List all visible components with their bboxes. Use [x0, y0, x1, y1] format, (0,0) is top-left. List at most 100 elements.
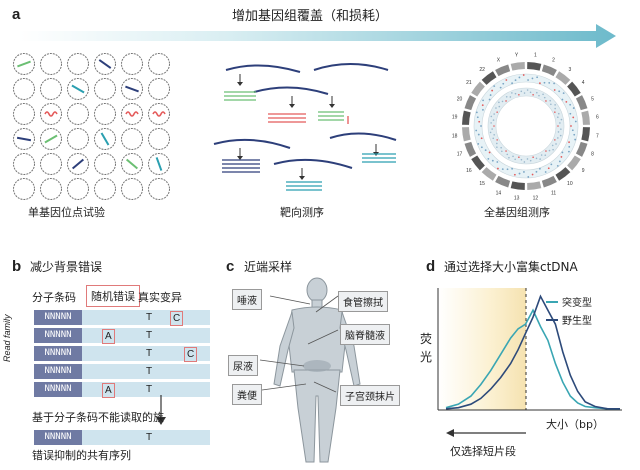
wildtype-series-line: [445, 294, 620, 410]
locus-circle: [121, 128, 143, 150]
consensus-label: 错误抑制的共有序列: [32, 449, 131, 462]
locus-circle: [67, 103, 89, 125]
locus-circle: [13, 153, 35, 175]
chromosome-segment: [510, 181, 525, 190]
locus-circle: [148, 178, 170, 200]
chromosome-segment: [581, 110, 590, 125]
stool-label: 粪便: [232, 384, 262, 405]
chromosome-segment: [527, 181, 542, 190]
saliva-label: 唾液: [232, 289, 262, 310]
y-axis-label: 荧光: [420, 332, 433, 364]
chromosome-segment: [471, 81, 485, 97]
chromosome-segment: [575, 95, 588, 111]
left-arrow-icon: [446, 429, 526, 437]
csf-label: 脑脊髓液: [340, 324, 390, 345]
random-error-base: A: [102, 329, 115, 344]
panel-b-title: 减少背景错误: [30, 260, 103, 274]
panel-d-title: 通过选择大小富集ctDNA: [444, 260, 578, 274]
chromosome-label: 2: [552, 57, 555, 63]
chromosome-label: 9: [582, 168, 585, 174]
whole-genome-caption: 全基因组测序: [484, 206, 550, 219]
consensus-barcode: NNNNN: [34, 430, 82, 445]
locus-circle: [40, 53, 62, 75]
read-barcode: NNNNN: [34, 382, 82, 397]
random-error-base: A: [102, 383, 115, 398]
locus-circle: [67, 153, 89, 175]
panel-a-letter: a: [12, 6, 21, 23]
chromosome-label: 18: [452, 133, 458, 139]
chromosome-segment: [581, 127, 590, 142]
chromosome-segment: [481, 71, 497, 85]
legend-label-wildtype: 野生型: [562, 316, 592, 327]
read-family-label: Read family: [2, 314, 12, 362]
chromosome-label: 7: [596, 133, 599, 139]
down-arrow-icon: [156, 395, 166, 425]
chromosome-label: 3: [568, 67, 571, 73]
select-short-label: 仅选择短片段: [450, 445, 516, 458]
chromosome-segment: [495, 175, 511, 188]
size-chart: [437, 288, 622, 411]
locus-circle: [121, 53, 143, 75]
locus-circle: [40, 78, 62, 100]
locus-circle: [13, 53, 35, 75]
locus-circle: [148, 78, 170, 100]
locus-circle: [40, 128, 62, 150]
panel-d-letter: d: [426, 258, 436, 275]
true-variant-base: T: [146, 384, 153, 395]
read-barcode: NNNNN: [34, 328, 82, 343]
chromosome-label: 17: [457, 152, 463, 158]
true-variant-base: T: [146, 330, 153, 341]
read-row: NNNNN A T: [34, 382, 210, 398]
chromosome-segment: [471, 155, 485, 171]
locus-circle: [148, 103, 170, 125]
cervical-label: 子宫颈抹片: [340, 385, 400, 406]
locus-circle: [67, 178, 89, 200]
targeted-seq-diagram: [213, 63, 397, 191]
consensus-variant: T: [146, 432, 153, 443]
true-variant-base: T: [146, 348, 153, 359]
chromosome-label: 16: [466, 168, 472, 174]
chromosome-label: 1: [534, 53, 537, 59]
urine-label: 尿液: [228, 355, 258, 376]
chromosome-label: X: [497, 57, 501, 63]
true-variant-header: 真实变异: [138, 291, 182, 304]
locus-circle: [94, 153, 116, 175]
single-locus-caption: 单基因位点试验: [28, 206, 105, 219]
chromosome-segment: [464, 95, 477, 111]
chromosome-segment: [555, 167, 571, 181]
locus-circle: [40, 178, 62, 200]
true-variant-base: T: [146, 312, 153, 323]
chromosome-label: 21: [466, 80, 472, 86]
locus-circle: [121, 78, 143, 100]
read-barcode: NNNNN: [34, 346, 82, 361]
panel-c-title: 近端采样: [244, 260, 293, 274]
locus-circle: [94, 78, 116, 100]
locus-circle: [13, 128, 35, 150]
single-locus-grid: [13, 53, 170, 200]
legend-label-mutant: 突变型: [562, 298, 592, 309]
legend-item-mutant: 突变型: [546, 294, 592, 309]
chromosome-segment: [541, 175, 557, 188]
chromosome-segment: [495, 64, 511, 77]
chromosome-segment: [567, 155, 581, 171]
consensus-read: NNNNN T: [34, 430, 210, 445]
locus-circle: [121, 178, 143, 200]
legend-swatch-mutant: [546, 300, 558, 303]
chromosome-segment: [462, 110, 471, 125]
chromosome-label: 5: [591, 96, 594, 102]
legend-swatch-wildtype: [546, 318, 558, 321]
panel-b-letter: b: [12, 258, 22, 275]
chromosome-segment: [575, 141, 588, 157]
family-note: 基于分子条码不能读取的族: [32, 411, 164, 424]
barcode-header: 分子条码: [32, 291, 76, 304]
locus-circle: [94, 103, 116, 125]
locus-circle: [13, 103, 35, 125]
chromosome-label: 8: [591, 152, 594, 158]
read-barcode: NNNNN: [34, 364, 82, 379]
legend: 突变型 野生型: [546, 294, 592, 327]
coverage-arrow-label: 增加基因组覆盖（和损耗）: [232, 9, 389, 24]
